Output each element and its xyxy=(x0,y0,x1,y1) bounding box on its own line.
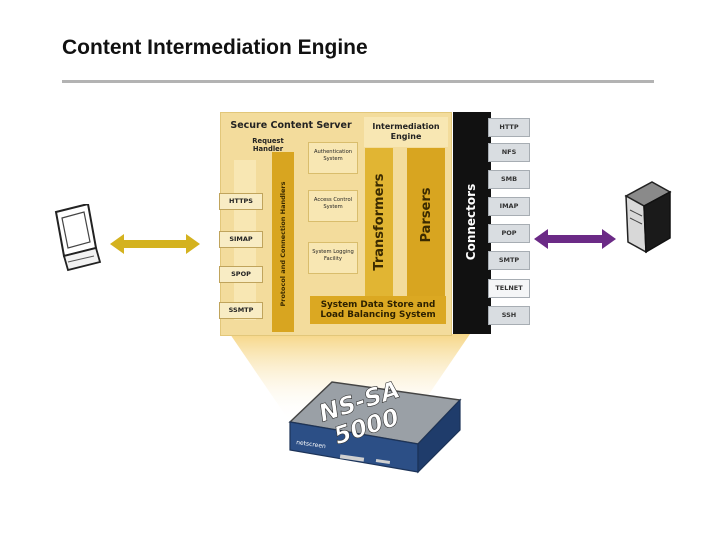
protocol-ssmtp: SSMTP xyxy=(219,302,263,319)
protocol-handlers-column xyxy=(272,152,294,332)
client-computer-icon xyxy=(54,204,102,272)
authentication-system-box: Authentication System xyxy=(308,142,358,174)
request-handler-label: Request Handler xyxy=(252,137,284,153)
protocol-ssh: SSH xyxy=(488,306,530,325)
secure-content-server-label: Secure Content Server xyxy=(230,120,352,131)
intermediation-engine-label: Intermediation Engine xyxy=(364,117,448,147)
svg-text:netscreen: netscreen xyxy=(296,439,327,450)
right-bidirectional-arrow xyxy=(534,229,616,249)
protocol-imap: IMAP xyxy=(488,197,530,216)
protocol-smb: SMB xyxy=(488,170,530,189)
transformers-column xyxy=(365,148,393,296)
system-logging-facility-box: System Logging Facility xyxy=(308,242,358,274)
server-icon xyxy=(624,181,672,254)
ns-sa-5000-appliance: netscreen NS-SA 5000 xyxy=(288,374,462,474)
protocol-nfs: NFS xyxy=(488,143,530,162)
protocol-http: HTTP xyxy=(488,118,530,137)
protocol-smtp: SMTP xyxy=(488,251,530,270)
protocol-handlers-label: Protocol and Connection Handlers xyxy=(279,181,287,307)
system-data-store-label: System Data Store and Load Balancing Sys… xyxy=(310,296,446,324)
parsers-column xyxy=(407,148,445,296)
protocol-telnet: TELNET xyxy=(488,279,530,298)
page-title: Content Intermediation Engine xyxy=(62,36,368,59)
title-divider xyxy=(62,80,654,83)
parsers-label: Parsers xyxy=(419,187,434,243)
access-control-system-box: Access Control System xyxy=(308,190,358,222)
protocol-spop: SPOP xyxy=(219,266,263,283)
transformers-label: Transformers xyxy=(372,173,387,271)
protocol-https: HTTPS xyxy=(219,193,263,210)
left-bidirectional-arrow xyxy=(110,234,200,254)
connectors-label: Connectors xyxy=(464,183,478,261)
protocol-pop: POP xyxy=(488,224,530,243)
connectors-column xyxy=(453,112,491,334)
protocol-simap: SIMAP xyxy=(219,231,263,248)
